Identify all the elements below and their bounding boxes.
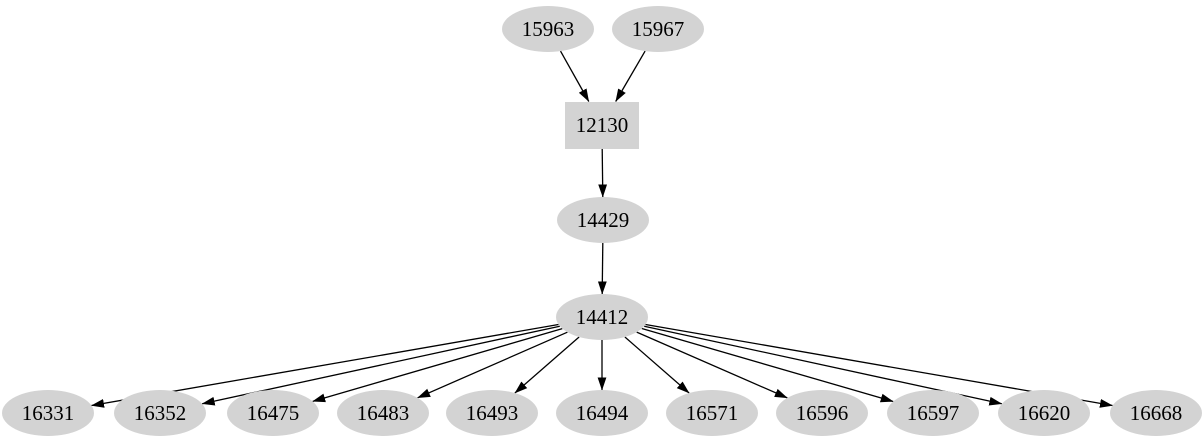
edge-14412-16596 [636, 331, 788, 399]
node-label: 14429 [576, 207, 630, 232]
node-16597: 16597 [887, 390, 979, 436]
node-12130: 12130 [565, 101, 639, 149]
edge-14412-16571 [624, 336, 690, 394]
node-16475: 16475 [227, 390, 319, 436]
node-label: 16597 [906, 400, 960, 425]
node-label: 16668 [1129, 400, 1183, 425]
node-16493: 16493 [446, 390, 538, 436]
edge-12130-14429 [598, 148, 608, 198]
edge-14412-16483 [417, 331, 568, 399]
node-label: 15963 [521, 16, 575, 41]
node-label: 15967 [631, 16, 685, 41]
node-16571: 16571 [666, 390, 758, 436]
node-label: 14412 [575, 304, 629, 329]
edge-14429-14412 [597, 242, 607, 295]
node-14412: 14412 [556, 294, 648, 340]
node-14429: 14429 [557, 197, 649, 243]
node-16668: 16668 [1110, 390, 1202, 436]
node-15967: 15967 [612, 6, 704, 52]
node-16331: 16331 [2, 390, 94, 436]
node-label: 16493 [465, 400, 519, 425]
edge-14412-16475 [312, 327, 563, 403]
node-16352: 16352 [114, 390, 206, 436]
node-label: 16483 [356, 400, 410, 425]
node-label: 16494 [575, 400, 629, 425]
node-16494: 16494 [556, 390, 648, 436]
node-label: 16596 [795, 400, 849, 425]
node-label: 16571 [685, 400, 739, 425]
node-label: 16620 [1017, 400, 1071, 425]
edge-15967-12130 [615, 50, 646, 102]
node-15963: 15963 [502, 6, 594, 52]
node-label: 16352 [133, 400, 187, 425]
edge-14412-16597 [641, 327, 894, 403]
node-label: 16475 [246, 400, 300, 425]
node-label: 16331 [21, 400, 75, 425]
node-label: 12130 [575, 112, 629, 137]
edge-14412-16493 [514, 336, 580, 394]
node-16596: 16596 [776, 390, 868, 436]
edge-15963-12130 [559, 50, 590, 102]
node-16483: 16483 [337, 390, 429, 436]
node-16620: 16620 [998, 390, 1090, 436]
